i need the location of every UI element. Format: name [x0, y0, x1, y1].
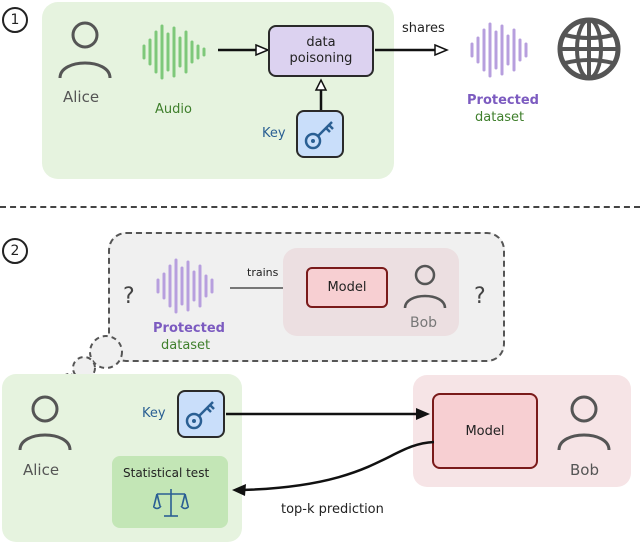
trains-label: trains	[247, 266, 279, 279]
key-icon	[304, 121, 334, 150]
arrow-poisoning-to-dataset	[375, 43, 449, 57]
statistical-test-box: Statistical test	[112, 456, 228, 528]
arrow-key-to-model	[226, 408, 430, 420]
step-number-2: 2	[2, 238, 28, 264]
key-label-top: Key	[262, 126, 286, 141]
alice-person-icon	[58, 21, 112, 79]
data-poisoning-box: data poisoning	[268, 25, 374, 77]
thought-dataset-label: dataset	[161, 338, 211, 353]
thought-model-label: Model	[327, 280, 367, 295]
alice-label-top: Alice	[63, 88, 100, 106]
thought-protected-label: Protected	[153, 321, 225, 336]
bob-label-bottom: Bob	[570, 461, 599, 479]
arrow-model-to-stat-test	[232, 440, 435, 496]
statistical-test-label: Statistical test	[123, 466, 210, 480]
key-label-bottom: Key	[142, 406, 166, 421]
key-box-bottom	[177, 390, 225, 438]
data-poisoning-label: data poisoning	[289, 35, 353, 66]
key-icon-bottom	[185, 401, 215, 430]
topk-prediction-label: top-k prediction	[281, 502, 384, 517]
model-box-bottom: Model	[432, 393, 538, 469]
dataset-label-top: dataset	[475, 110, 525, 125]
arrow-key-to-poisoning	[314, 78, 328, 110]
key-box-top	[296, 110, 344, 158]
arrow-audio-to-poisoning	[218, 43, 270, 57]
bob-person-icon	[557, 395, 611, 451]
audio-waveform-icon	[142, 24, 206, 80]
thought-bubble-tail	[61, 335, 123, 389]
protected-label-top: Protected	[467, 93, 539, 108]
protected-waveform-icon	[470, 22, 528, 78]
thought-bob-person-icon	[403, 264, 447, 309]
shares-label: shares	[402, 21, 445, 36]
thought-bob-label: Bob	[410, 315, 438, 331]
thought-protected-waveform-icon	[156, 258, 214, 314]
model-label-bottom: Model	[465, 423, 505, 439]
audio-label: Audio	[155, 102, 192, 117]
question-mark-right: ?	[474, 284, 486, 309]
step-number-1: 1	[2, 7, 28, 33]
question-mark-left: ?	[123, 284, 135, 309]
globe-icon	[557, 17, 621, 81]
alice-person-icon-bottom	[18, 395, 72, 451]
thought-model-box: Model	[306, 267, 388, 308]
section-divider	[0, 206, 640, 208]
alice-label-bottom: Alice	[23, 461, 60, 479]
scales-icon	[153, 489, 189, 517]
